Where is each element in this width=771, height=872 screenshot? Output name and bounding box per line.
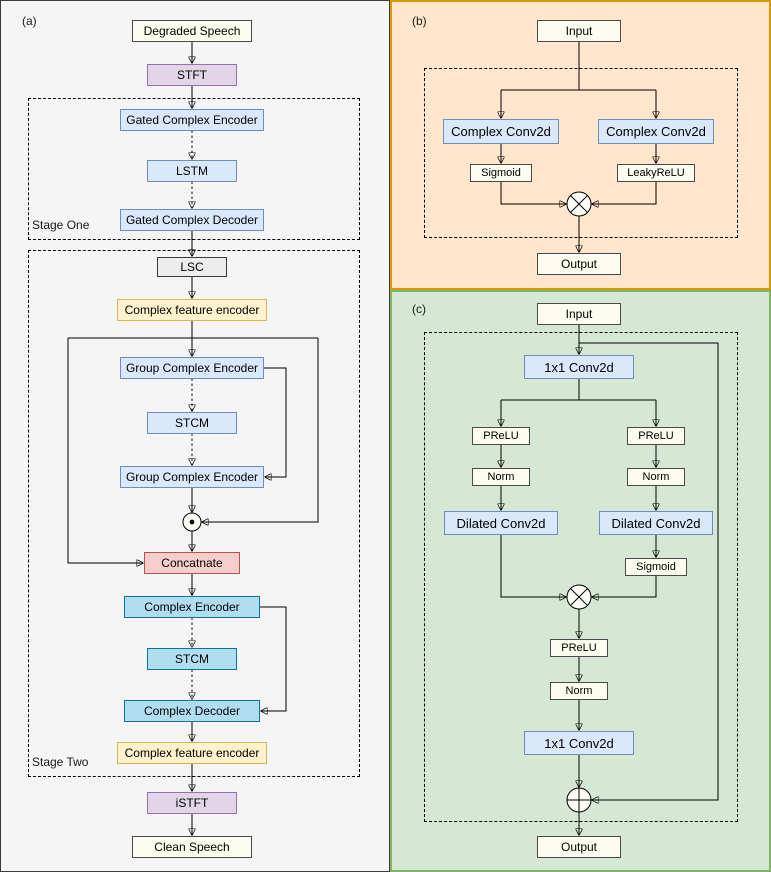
- panel-b-label: (b): [412, 14, 427, 28]
- node-c-norm-left: Norm: [472, 468, 530, 486]
- node-c-prelu-right: PReLU: [627, 427, 685, 445]
- node-clean-speech: Clean Speech: [132, 836, 252, 858]
- node-gated-complex-decoder: Gated Complex Decoder: [120, 209, 264, 231]
- node-lstm: LSTM: [147, 160, 237, 182]
- node-c-dilated-conv-left: Dilated Conv2d: [444, 511, 558, 535]
- node-group-complex-encoder-1: Group Complex Encoder: [120, 357, 264, 379]
- panel-a-label: (a): [22, 14, 37, 28]
- node-c-prelu-mid: PReLU: [550, 639, 608, 657]
- node-c-output: Output: [537, 836, 621, 858]
- node-complex-encoder: Complex Encoder: [124, 596, 260, 618]
- panel-b-inner-box: [424, 68, 738, 238]
- node-concatnate: Concatnate: [144, 552, 240, 574]
- node-group-complex-encoder-2: Group Complex Encoder: [120, 466, 264, 488]
- node-c-dilated-conv-right: Dilated Conv2d: [599, 511, 713, 535]
- panel-a: [0, 0, 390, 872]
- node-complex-decoder: Complex Decoder: [124, 700, 260, 722]
- node-lsc: LSC: [157, 257, 227, 277]
- node-c-conv-in: 1x1 Conv2d: [524, 355, 634, 379]
- node-b-input: Input: [537, 20, 621, 42]
- stage-two-box: [28, 250, 360, 777]
- node-istft: iSTFT: [147, 792, 237, 814]
- panel-c-inner-box: [424, 332, 738, 822]
- node-b-sigmoid: Sigmoid: [470, 164, 532, 182]
- node-b-complex-conv-left: Complex Conv2d: [443, 119, 559, 144]
- node-c-norm-mid: Norm: [550, 682, 608, 700]
- node-b-leakyrelu: LeakyReLU: [617, 164, 695, 182]
- panel-c-label: (c): [412, 302, 426, 316]
- node-c-norm-right: Norm: [627, 468, 685, 486]
- node-complex-feature-encoder-bottom: Complex feature encoder: [117, 742, 267, 764]
- stage-one-box: [28, 98, 360, 240]
- panel-b: [390, 0, 771, 290]
- node-degraded-speech: Degraded Speech: [132, 20, 252, 42]
- node-stft: STFT: [147, 64, 237, 86]
- node-c-conv-out: 1x1 Conv2d: [524, 731, 634, 755]
- node-gated-complex-encoder: Gated Complex Encoder: [120, 109, 264, 131]
- node-stcm-1: STCM: [147, 412, 237, 434]
- node-c-sigmoid: Sigmoid: [625, 558, 687, 576]
- node-b-output: Output: [537, 253, 621, 275]
- node-c-prelu-left: PReLU: [472, 427, 530, 445]
- node-complex-feature-encoder-top: Complex feature encoder: [117, 299, 267, 321]
- node-stcm-2: STCM: [147, 648, 237, 670]
- stage-one-label: Stage One: [32, 218, 90, 232]
- node-c-input: Input: [537, 303, 621, 325]
- stage-two-label: Stage Two: [32, 755, 89, 769]
- node-b-complex-conv-right: Complex Conv2d: [598, 119, 714, 144]
